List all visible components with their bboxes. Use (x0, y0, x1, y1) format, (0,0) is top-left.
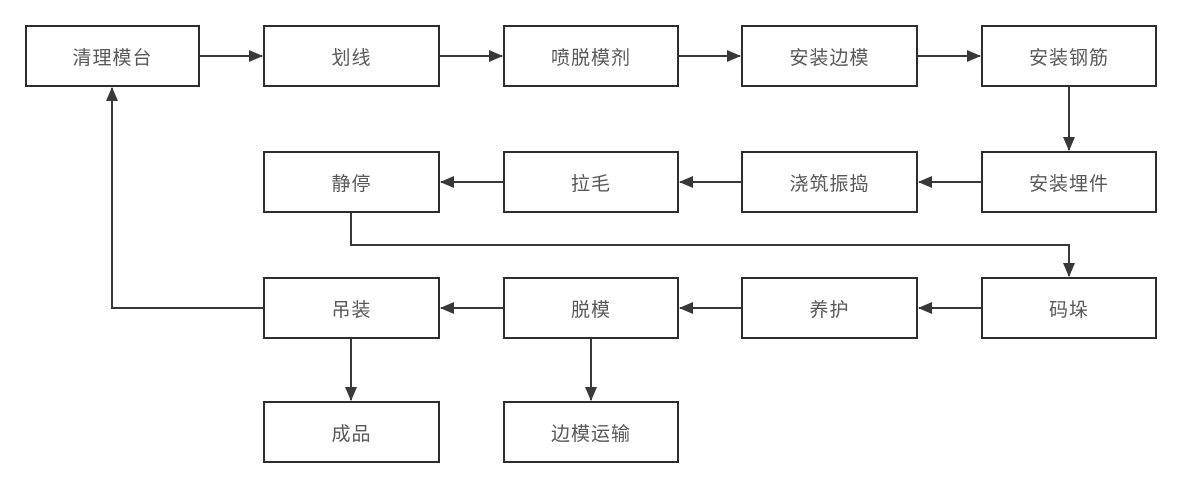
node-label: 吊装 (331, 299, 372, 321)
node-label: 拉毛 (570, 173, 611, 195)
flow-node-roughening[interactable]: 拉毛 (503, 151, 679, 213)
flow-node-install-embedded-parts[interactable]: 安装埋件 (981, 151, 1157, 213)
flow-node-marking[interactable]: 划线 (263, 25, 440, 87)
flow-node-stacking[interactable]: 码垛 (981, 277, 1157, 339)
node-label: 安装埋件 (1028, 173, 1109, 195)
node-label: 喷脱模剂 (550, 47, 631, 69)
node-label: 静停 (331, 173, 372, 195)
node-label: 清理模台 (72, 47, 153, 69)
node-label: 码垛 (1048, 299, 1089, 321)
flow-node-resting[interactable]: 静停 (263, 151, 440, 213)
flow-node-pouring-vibrating[interactable]: 浇筑振捣 (741, 151, 918, 213)
node-label: 安装钢筋 (1028, 47, 1109, 69)
flow-node-side-mold-transport[interactable]: 边模运输 (503, 401, 679, 463)
flow-node-curing[interactable]: 养护 (741, 277, 918, 339)
node-label: 安装边模 (789, 47, 870, 69)
node-label: 养护 (809, 299, 850, 321)
flow-node-spray-release-agent[interactable]: 喷脱模剂 (503, 25, 679, 87)
node-label: 边模运输 (550, 423, 631, 445)
flow-node-install-side-molds[interactable]: 安装边模 (741, 25, 918, 87)
node-label: 浇筑振捣 (789, 173, 870, 195)
flow-node-hoisting[interactable]: 吊装 (263, 277, 440, 339)
node-label: 脱模 (570, 299, 611, 321)
node-label: 划线 (331, 47, 372, 69)
connector-hoisting-to-clean-mold-table (106, 87, 263, 309)
connector-resting-to-stacking (350, 213, 1075, 277)
flow-node-clean-mold-table[interactable]: 清理模台 (25, 25, 200, 87)
flow-node-finished-product[interactable]: 成品 (263, 401, 440, 463)
node-label: 成品 (331, 423, 372, 445)
flow-node-demolding[interactable]: 脱模 (503, 277, 679, 339)
flow-node-install-rebar[interactable]: 安装钢筋 (981, 25, 1157, 87)
